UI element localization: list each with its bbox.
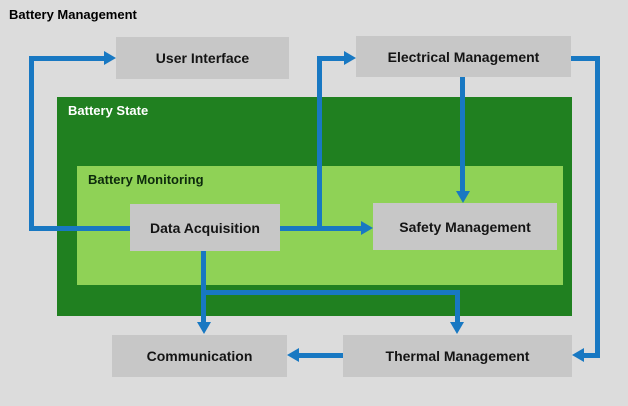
line-segment	[299, 353, 343, 358]
line-segment	[455, 290, 460, 323]
line-segment	[317, 56, 322, 231]
line-segment	[595, 56, 600, 358]
line-segment	[29, 56, 34, 231]
node-communication: Communication	[112, 335, 287, 377]
line-segment	[571, 56, 600, 61]
node-electrical-management: Electrical Management	[356, 36, 571, 77]
arrowhead-right-icon	[344, 51, 356, 65]
node-data-acquisition: Data Acquisition	[130, 204, 280, 251]
node-thermal-management: Thermal Management	[343, 335, 572, 377]
battery-state-label: Battery State	[68, 103, 149, 118]
node-user-interface: User Interface	[116, 37, 289, 79]
arrowhead-right-icon	[361, 221, 373, 235]
line-segment	[460, 77, 465, 192]
arrowhead-left-icon	[287, 348, 299, 362]
arrowhead-down-icon	[197, 322, 211, 334]
arrowhead-down-icon	[450, 322, 464, 334]
line-segment	[29, 56, 105, 61]
arrowhead-left-icon	[572, 348, 584, 362]
line-segment	[201, 251, 206, 322]
battery-monitoring-label: Battery Monitoring	[88, 172, 204, 187]
line-segment	[584, 353, 600, 358]
diagram-title: Battery Management	[9, 7, 137, 22]
line-segment	[317, 56, 345, 61]
line-segment	[29, 226, 130, 231]
arrowhead-down-icon	[456, 191, 470, 203]
line-segment	[201, 290, 460, 295]
node-safety-management: Safety Management	[373, 203, 557, 250]
arrowhead-right-icon	[104, 51, 116, 65]
